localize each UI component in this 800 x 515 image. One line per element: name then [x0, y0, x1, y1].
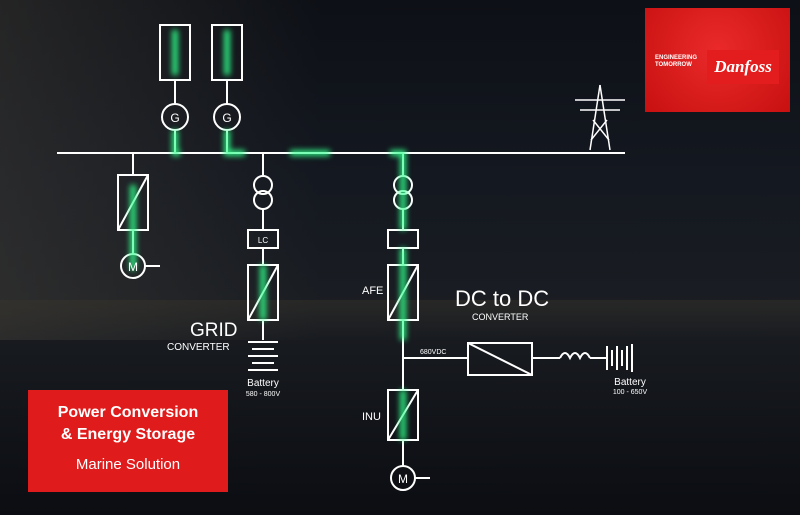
grid-subtitle: CONVERTER: [167, 342, 230, 353]
logo-brand: Danfoss: [707, 50, 779, 84]
afe-label: AFE: [362, 285, 383, 297]
dc-subtitle: CONVERTER: [472, 312, 529, 322]
dc-title: DC to DC: [455, 286, 549, 311]
motor-inu-label: M: [398, 472, 408, 486]
afe-inu-column: [387, 153, 430, 491]
tagline-line2: TOMORROW: [655, 62, 692, 68]
danfoss-logo: ENGINEERING TOMORROW Danfoss: [645, 8, 790, 112]
title-subtitle: Marine Solution: [75, 456, 181, 473]
transmission-tower-icon: [575, 84, 625, 151]
inu-label: INU: [362, 411, 381, 423]
battery2-range: 100 - 650V: [613, 389, 648, 396]
lc-label: LC: [258, 236, 268, 245]
grid-title: GRID: [190, 320, 238, 341]
battery1-range: 580 - 800V: [246, 391, 281, 398]
title-line2: & Energy Storage: [60, 426, 196, 443]
logo-tagline: ENGINEERING TOMORROW: [655, 55, 697, 69]
title-box: Power Conversion & Energy Storage Marine…: [28, 390, 228, 492]
power-flow-glow: [130, 30, 406, 440]
title-line1: Power Conversion: [57, 404, 199, 421]
grid-converter-column: [247, 153, 279, 371]
dc-bus-voltage: 680VDC: [420, 349, 446, 356]
battery2-label: Battery: [614, 377, 646, 388]
generator-2-label: G: [222, 111, 231, 125]
battery1-label: Battery: [247, 378, 279, 389]
motor-left-label: M: [128, 260, 138, 274]
motor-drive-left: [117, 153, 160, 279]
tagline-line1: ENGINEERING: [655, 55, 698, 61]
generator-1-label: G: [170, 111, 179, 125]
dc-dc-converter: [403, 342, 633, 376]
